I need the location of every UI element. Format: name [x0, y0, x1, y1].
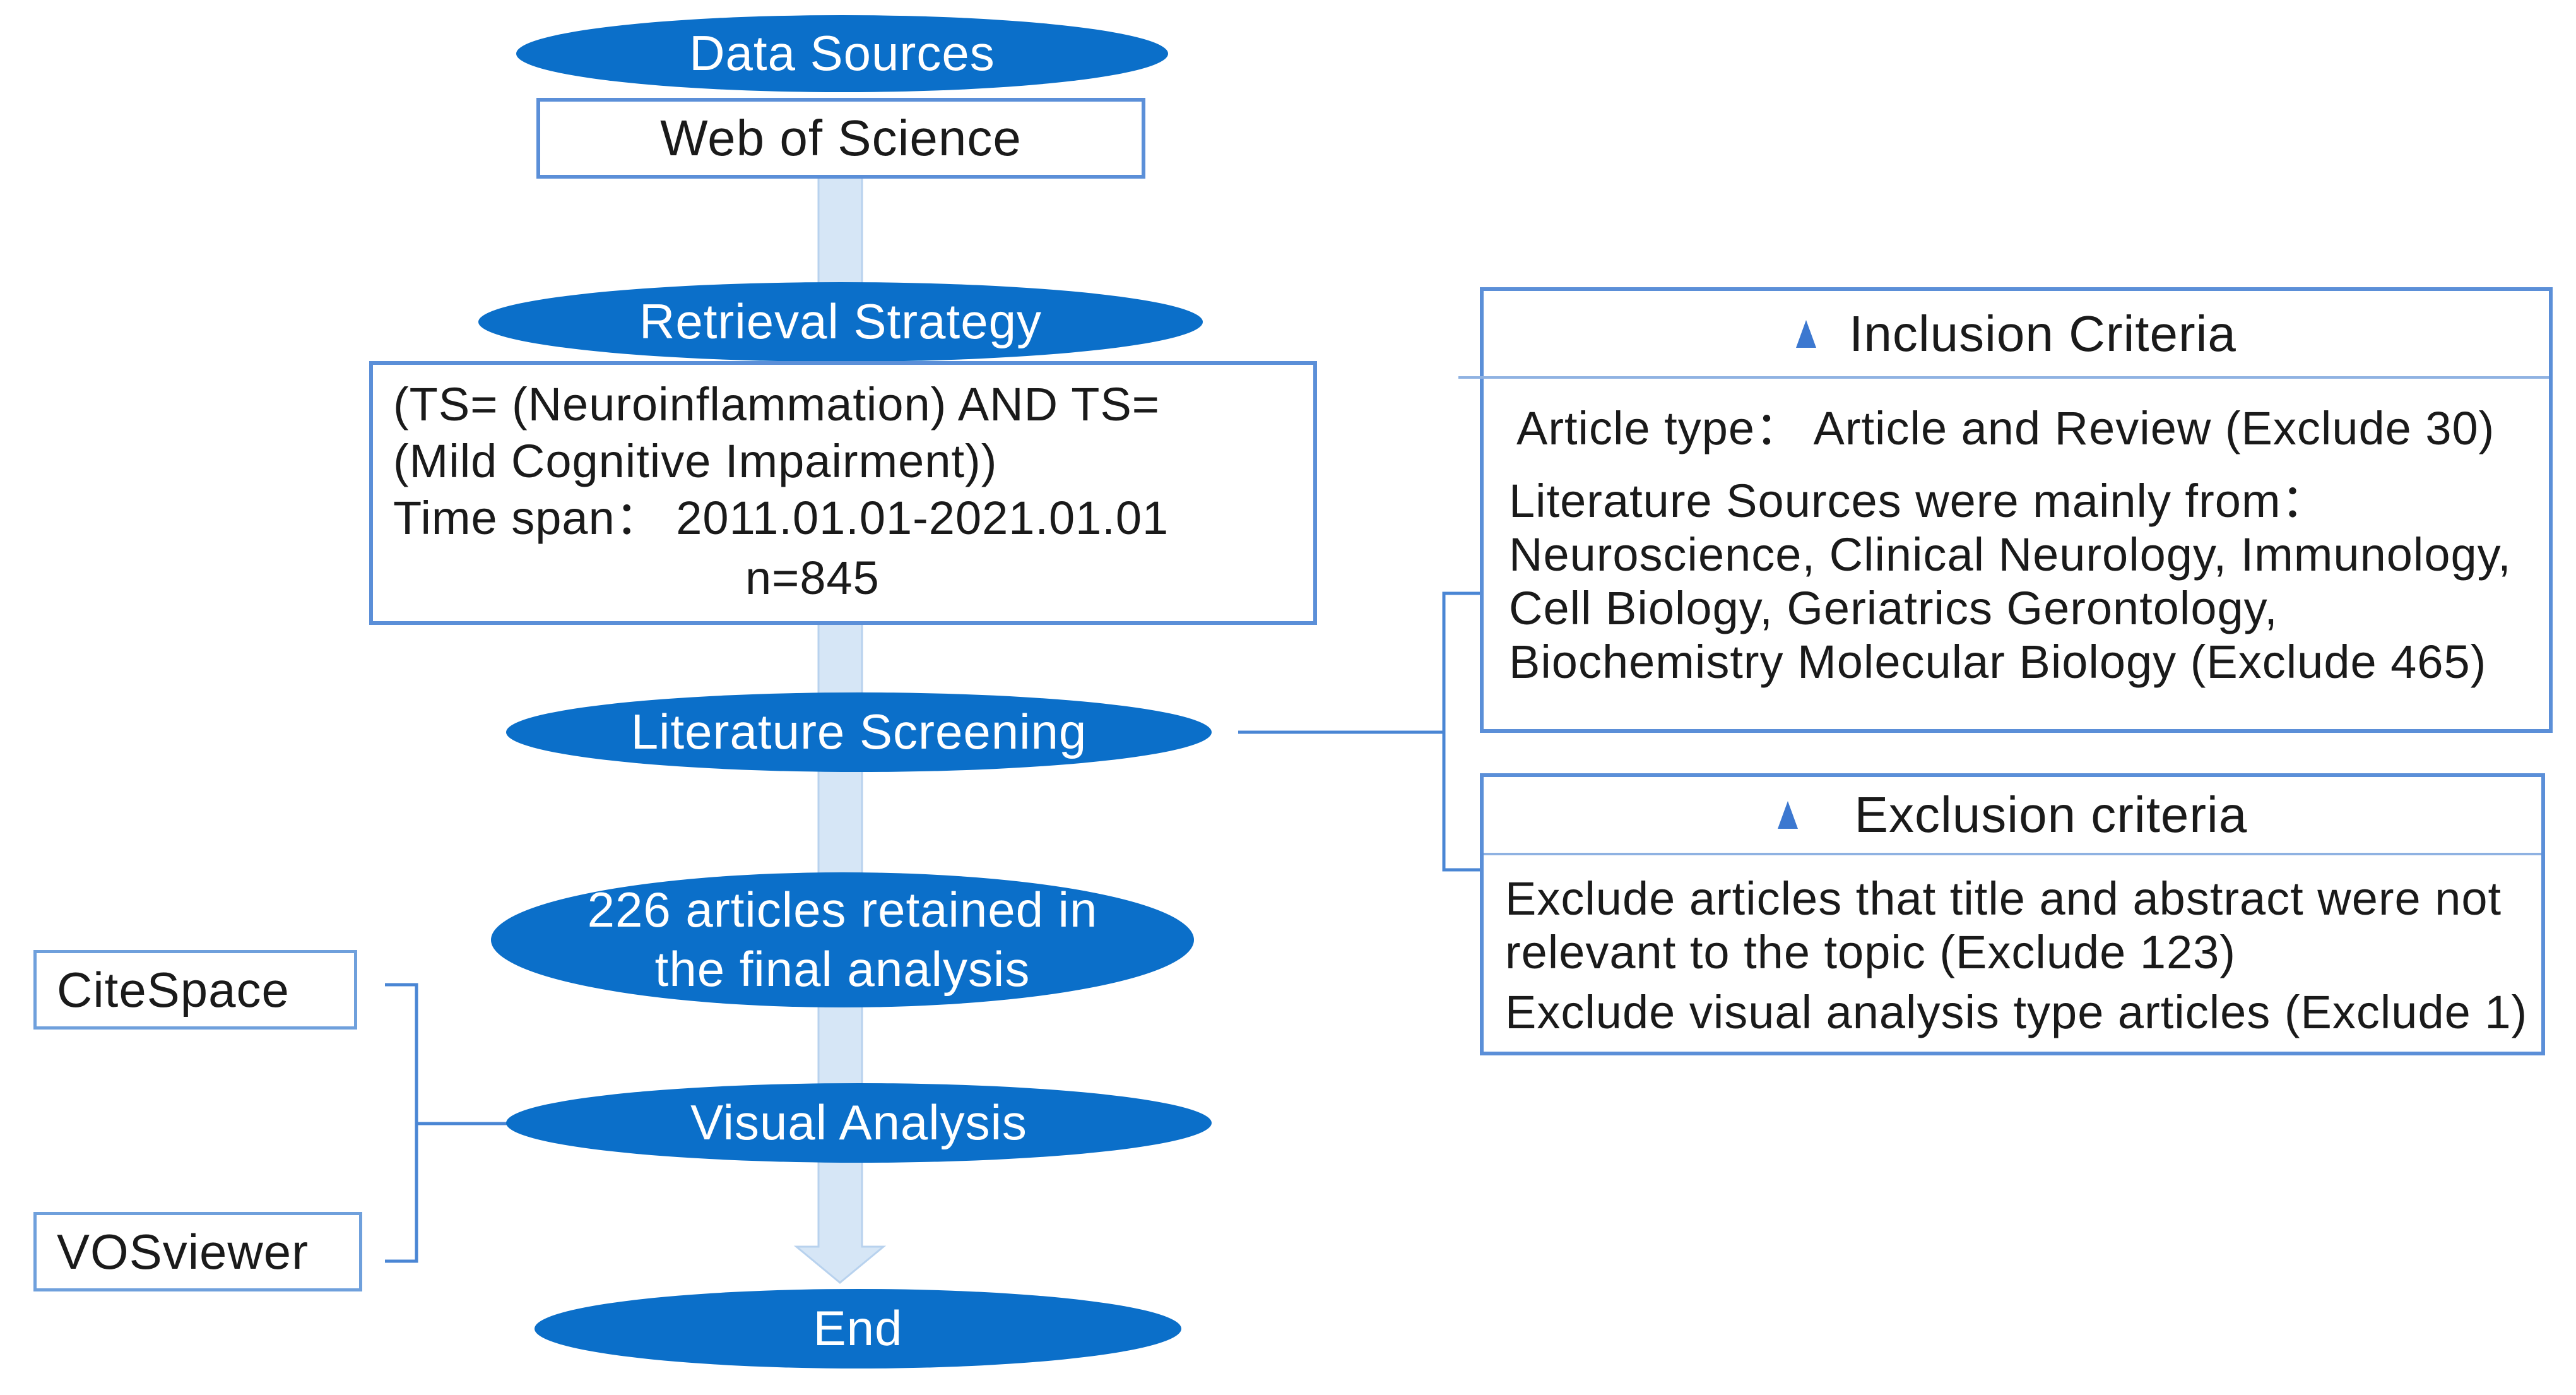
sources-line-1: Literature Sources were mainly from： — [1509, 475, 2329, 527]
inclusion-criteria-box: Inclusion Criteria Article type： Article… — [1458, 287, 2553, 733]
visual-analysis-pill: Visual Analysis — [506, 1083, 1212, 1163]
sources-line-3: Cell Biology, Geriatrics Gerontology, — [1509, 582, 2278, 634]
sources-line-2: Neuroscience, Clinical Neurology, Immuno… — [1509, 528, 2512, 581]
query-line-2: (Mild Cognitive Impairment)) — [393, 435, 998, 487]
web-of-science-box: Web of Science — [536, 98, 1145, 179]
end-pill: End — [535, 1289, 1181, 1368]
triangle-icon — [1796, 320, 1817, 348]
retrieval-strategy-pill: Retrieval Strategy — [478, 282, 1203, 362]
exclusion-divider — [1484, 853, 2541, 855]
exclusion-criteria-box: Exclusion criteria Exclude articles that… — [1480, 773, 2545, 1055]
web-of-science-label: Web of Science — [660, 110, 1022, 166]
vosviewer-box: VOSviewer — [33, 1212, 362, 1291]
exclusion-title: Exclusion criteria — [1854, 787, 2248, 843]
data-sources-pill: Data Sources — [516, 15, 1168, 92]
time-span-line: Time span： 2011.01.01-2021.01.01 — [393, 492, 1169, 544]
data-sources-label: Data Sources — [689, 25, 995, 81]
retained-articles-pill: 226 articles retained in the final analy… — [491, 872, 1194, 1007]
exclusion-item-1-line-2: relevant to the topic (Exclude 123) — [1505, 926, 2236, 978]
citespace-label: CiteSpace — [57, 961, 290, 1018]
tools-bracket — [385, 983, 418, 1263]
query-line-1: (TS= (Neuroinflammation) AND TS= — [393, 378, 1161, 430]
exclusion-header: Exclusion criteria — [1484, 785, 2541, 845]
inclusion-header: Inclusion Criteria — [1484, 302, 2549, 365]
sources-line-4: Biochemistry Molecular Biology (Exclude … — [1509, 636, 2487, 688]
inclusion-divider — [1458, 376, 2549, 379]
inclusion-title: Inclusion Criteria — [1849, 306, 2236, 362]
query-box: (TS= (Neuroinflammation) AND TS= (Mild C… — [369, 361, 1317, 625]
exclusion-item-1-line-1: Exclude articles that title and abstract… — [1505, 872, 2502, 925]
end-label: End — [813, 1300, 903, 1356]
article-type-line: Article type： Article and Review (Exclud… — [1516, 402, 2495, 454]
triangle-icon — [1777, 801, 1798, 829]
criteria-bracket — [1442, 591, 1480, 872]
visual-analysis-label: Visual Analysis — [690, 1095, 1027, 1151]
retained-line-1: 226 articles retained in — [587, 882, 1098, 938]
exclusion-item-2: Exclude visual analysis type articles (E… — [1505, 986, 2528, 1038]
literature-screening-label: Literature Screening — [630, 704, 1087, 760]
retained-line-2: the final analysis — [654, 941, 1031, 997]
literature-screening-pill: Literature Screening — [506, 692, 1212, 772]
record-count: n=845 — [745, 552, 880, 604]
vosviewer-label: VOSviewer — [57, 1223, 309, 1279]
retrieval-strategy-label: Retrieval Strategy — [639, 294, 1042, 350]
citespace-box: CiteSpace — [33, 950, 357, 1030]
